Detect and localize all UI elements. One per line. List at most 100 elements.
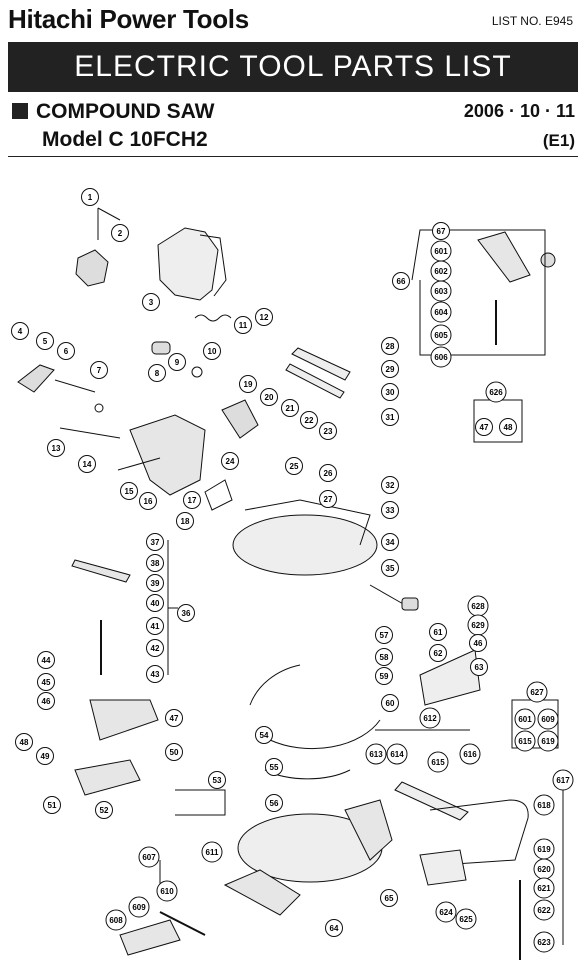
- callout-61: 61: [429, 623, 447, 641]
- callout-number: 65: [385, 894, 394, 903]
- callout-circle: [36, 747, 54, 765]
- callout-27: 27: [319, 490, 337, 508]
- callout-circle: [381, 408, 399, 426]
- callout-circle: [15, 733, 33, 751]
- callout-number: 38: [151, 559, 160, 568]
- callout-number: 7: [97, 366, 102, 375]
- callout-number: 604: [434, 308, 448, 317]
- callout-606: 606: [430, 346, 452, 368]
- callout-number: 67: [437, 227, 446, 236]
- callout-number: 608: [109, 916, 123, 925]
- callout-604: 604: [430, 301, 452, 323]
- callout-circle: [208, 771, 226, 789]
- callout-51: 51: [43, 796, 61, 814]
- callout-49: 49: [36, 747, 54, 765]
- callout-616: 616: [459, 743, 481, 765]
- callout-59: 59: [375, 667, 393, 685]
- callout-circle: [469, 634, 487, 652]
- callout-613: 613: [365, 743, 387, 765]
- callout-601: 601: [514, 708, 536, 730]
- callout-number: 52: [100, 806, 109, 815]
- callout-number: 46: [42, 697, 51, 706]
- callout-number: 1: [88, 193, 93, 202]
- leader-1: [97, 207, 121, 240]
- callout-30: 30: [381, 383, 399, 401]
- callout-number: 609: [541, 715, 555, 724]
- spring-shape: [194, 314, 232, 322]
- callout-number: 615: [431, 758, 445, 767]
- callout-number: 609: [132, 903, 146, 912]
- callout-67: 67: [432, 222, 450, 240]
- bracket-38: [167, 540, 178, 675]
- callout-number: 41: [151, 622, 160, 631]
- callout-9: 9: [168, 353, 186, 371]
- callout-20: 20: [260, 388, 278, 406]
- callout-50: 50: [165, 743, 183, 761]
- callout-4: 4: [11, 322, 29, 340]
- callout-37: 37: [146, 533, 164, 551]
- arm-41-shape: [71, 559, 131, 583]
- callout-circle: [146, 639, 164, 657]
- callout-40: 40: [146, 594, 164, 612]
- callout-19: 19: [239, 375, 257, 393]
- callout-circle: [381, 501, 399, 519]
- callout-number: 43: [151, 670, 160, 679]
- plate-65-shape: [419, 649, 481, 706]
- callout-number: 33: [386, 506, 395, 515]
- callout-number: 55: [270, 763, 279, 772]
- callout-circle: [475, 418, 493, 436]
- callout-circle: [429, 644, 447, 662]
- plate-626-shape: [419, 849, 467, 886]
- callout-circle: [429, 623, 447, 641]
- callout-41: 41: [146, 617, 164, 635]
- callout-number: 66: [397, 277, 406, 286]
- callout-number: 16: [144, 497, 153, 506]
- callout-number: 18: [181, 517, 190, 526]
- callout-number: 60: [386, 699, 395, 708]
- callout-number: 17: [188, 496, 197, 505]
- callout-circle: [381, 559, 399, 577]
- callout-45: 45: [37, 673, 55, 691]
- callout-12: 12: [255, 308, 273, 326]
- callout-number: 3: [149, 298, 154, 307]
- callout-circle: [325, 919, 343, 937]
- callout-circle: [142, 293, 160, 311]
- callout-number: 627: [530, 688, 544, 697]
- handle-shape: [199, 234, 227, 297]
- callout-circle: [265, 758, 283, 776]
- square-bullet-icon: [12, 103, 28, 119]
- callout-number: 10: [208, 347, 217, 356]
- callout-circle: [111, 224, 129, 242]
- callout-17: 17: [183, 491, 201, 509]
- callout-33: 33: [381, 501, 399, 519]
- callout-53: 53: [208, 771, 226, 789]
- callout-number: 34: [386, 538, 395, 547]
- callout-58: 58: [375, 648, 393, 666]
- callout-620: 620: [533, 858, 555, 880]
- callout-number: 605: [434, 331, 448, 340]
- callout-number: 617: [556, 776, 570, 785]
- callout-44: 44: [37, 651, 55, 669]
- callout-circle: [526, 681, 548, 703]
- callout-number: 615: [518, 737, 532, 746]
- callout-circle: [265, 794, 283, 812]
- callout-circle: [430, 301, 452, 323]
- plate-shape: [204, 479, 233, 511]
- callout-48: 48: [499, 418, 517, 436]
- switch-shape: [75, 249, 109, 287]
- brand-name: Hitachi Power Tools: [8, 4, 249, 34]
- list-number: LIST NO. E945: [491, 14, 573, 28]
- callout-622: 622: [533, 899, 555, 921]
- callout-circle: [432, 222, 450, 240]
- callout-number: 59: [380, 672, 389, 681]
- holder-54-shape: [74, 759, 141, 796]
- callout-circle: [148, 364, 166, 382]
- callout-circle: [381, 337, 399, 355]
- fence-bar-upper-shape: [291, 347, 351, 381]
- callout-62: 62: [429, 644, 447, 662]
- callout-number: 607: [142, 853, 156, 862]
- part-drawings: [17, 207, 564, 960]
- callout-number: 63: [475, 663, 484, 672]
- callout-10: 10: [203, 342, 221, 360]
- callout-number: 629: [471, 621, 485, 630]
